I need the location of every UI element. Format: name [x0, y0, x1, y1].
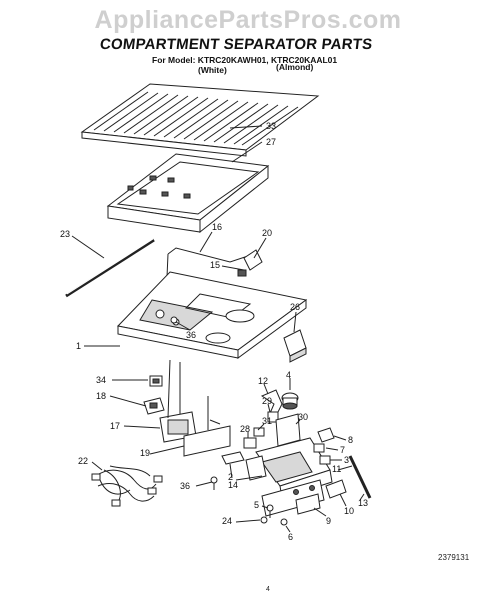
part-10 — [325, 479, 347, 499]
callout-1: 1 — [76, 341, 81, 351]
leader-lines — [71, 125, 365, 533]
part-1-separator — [117, 271, 308, 359]
part-24-screw — [260, 516, 268, 524]
callout-29: 29 — [262, 396, 272, 406]
callout-20: 20 — [262, 228, 272, 238]
part-14-clip — [221, 451, 245, 465]
part-7 — [313, 443, 325, 453]
callout-23: 23 — [60, 229, 70, 239]
callout-12: 12 — [258, 376, 268, 386]
color-white-label: (White) — [198, 65, 227, 75]
part-27-frame — [106, 153, 270, 234]
callout-7: 7 — [340, 445, 345, 455]
part-30-housing — [275, 413, 301, 447]
part-28 — [243, 437, 257, 449]
part-18 — [143, 397, 165, 415]
callout-17: 17 — [110, 421, 120, 431]
callout-9: 9 — [326, 516, 331, 526]
part-17-control — [159, 359, 197, 443]
part-26-bracket — [283, 329, 307, 363]
callout-19: 19 — [140, 448, 150, 458]
callout-27: 27 — [266, 137, 276, 147]
part-8 — [317, 427, 335, 443]
callout-24: 24 — [222, 516, 232, 526]
part-29 — [267, 411, 279, 423]
callout-36-upper: 36 — [186, 330, 196, 340]
callout-28: 28 — [240, 424, 250, 434]
document-number: 2379131 — [438, 553, 470, 562]
callout-2: 2 — [228, 472, 233, 482]
part-36-screw — [170, 316, 218, 490]
callout-26: 26 — [290, 302, 300, 312]
part-4-knob — [281, 392, 299, 410]
part-22-harness — [91, 465, 163, 507]
callout-16: 16 — [212, 222, 222, 232]
part-6-screw — [280, 518, 288, 526]
color-almond-label: (Almond) — [276, 62, 314, 72]
callout-10: 10 — [344, 506, 354, 516]
callout-6: 6 — [288, 532, 293, 542]
callout-8: 8 — [348, 435, 353, 445]
callout-13: 13 — [358, 498, 368, 508]
callout-15: 15 — [210, 260, 220, 270]
part-13-pin — [348, 455, 372, 499]
watermark: AppliancePartsPros.com — [94, 6, 402, 34]
callout-14: 14 — [228, 480, 238, 490]
page-number: 4 — [266, 586, 270, 593]
callout-33: 33 — [266, 121, 276, 131]
part-31 — [253, 427, 265, 437]
part-3 — [319, 455, 331, 465]
part-2-base — [245, 437, 333, 517]
part-23-rod — [65, 238, 155, 298]
part-33-grille — [80, 83, 320, 157]
callout-30: 30 — [298, 412, 308, 422]
callout-36-lower: 36 — [180, 481, 190, 491]
callout-31: 31 — [262, 416, 272, 426]
callout-4: 4 — [286, 370, 291, 380]
callout-labels: 33 27 23 16 20 15 26 1 36 34 18 17 12 4 … — [60, 121, 368, 542]
callout-34: 34 — [96, 375, 106, 385]
callout-11: 11 — [332, 464, 341, 474]
callout-22: 22 — [78, 456, 88, 466]
part-34 — [149, 375, 163, 387]
callout-5: 5 — [254, 500, 259, 510]
model-subtitle: For Model: KTRC20KAWH01, KTRC20KAAL01 — [152, 55, 338, 65]
part-19-bracket — [183, 396, 231, 457]
callout-18: 18 — [96, 391, 106, 401]
callout-3: 3 — [344, 455, 349, 465]
part-9-plate — [295, 493, 321, 515]
